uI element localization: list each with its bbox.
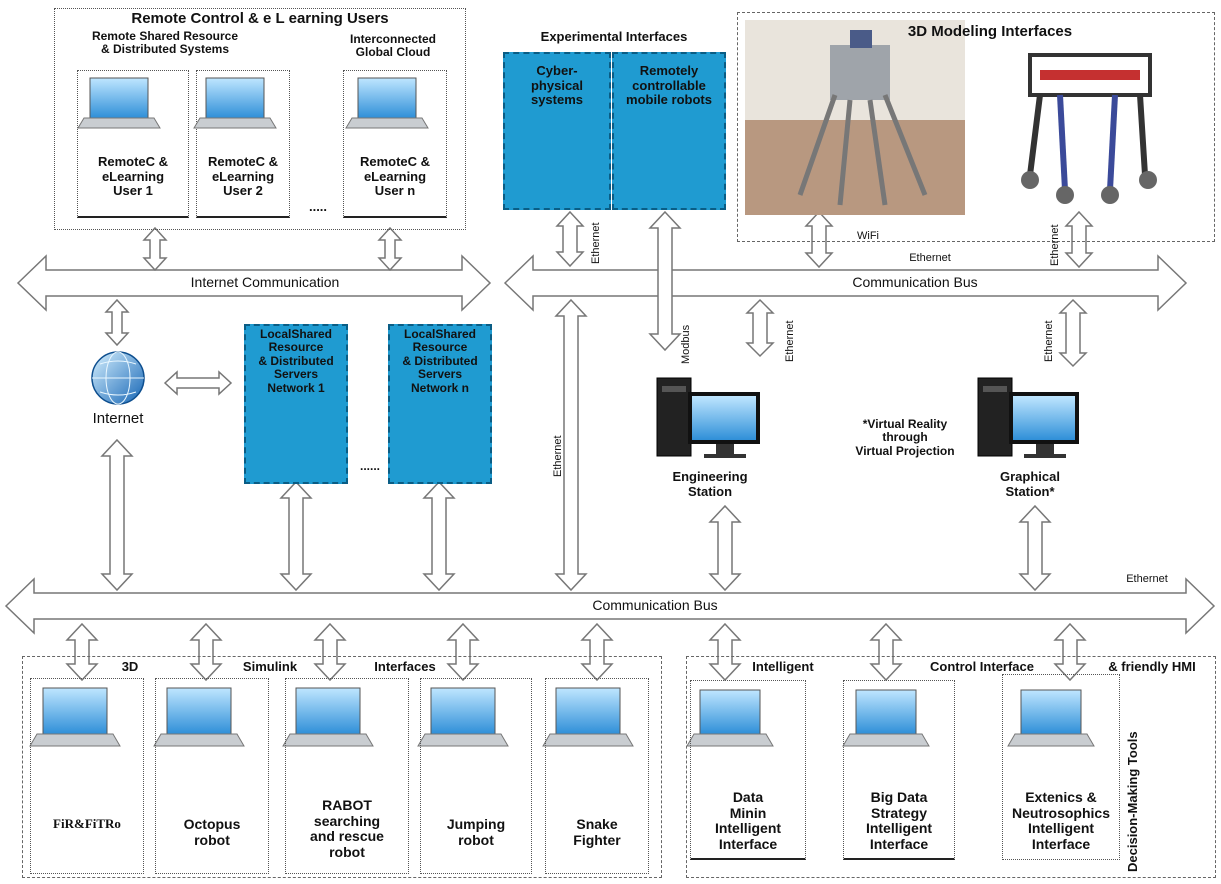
remote-users-box — [54, 8, 466, 230]
intelligent-control-box — [686, 656, 1216, 878]
sim-card-3 — [285, 678, 409, 874]
server-ellipsis: ...... — [359, 459, 380, 473]
bottom-ethernet-label: Ethernet — [1126, 573, 1168, 585]
decision-making-label: Decision-Making Tools — [1125, 731, 1140, 872]
engineering-desktop-icon — [656, 377, 760, 458]
graphical-ethernet-label: Ethernet — [1043, 320, 1055, 362]
mobile-robots-label: Remotely controllable mobile robots — [626, 63, 712, 108]
modeling-box — [737, 12, 1215, 242]
internet-bus-label: Internet Communication — [190, 274, 340, 290]
remote-users-title: Remote Control & e L earning Users — [131, 10, 389, 27]
user-card-1 — [77, 70, 189, 218]
laptop-icon — [42, 77, 1082, 735]
engineering-ethernet-label: Ethernet — [784, 320, 796, 362]
simulink-header-3d: 3D — [121, 659, 139, 674]
experimental-title: Experimental Interfaces — [540, 29, 688, 44]
sim-label-5: Snake Fighter — [573, 816, 621, 848]
top-bus-label: Communication Bus — [852, 274, 978, 290]
sim-card-5 — [545, 678, 649, 874]
graphical-station-label: Graphical Station* — [1000, 469, 1060, 499]
simulink-header-simulink: Simulink — [242, 659, 298, 674]
sim-label-1: FiR&FiTRo — [53, 816, 121, 831]
user-card-2 — [196, 70, 290, 218]
user-ellipsis: ..... — [308, 199, 328, 214]
sim-label-3: RABOT searching and rescue robot — [310, 797, 384, 861]
simulink-interfaces-box — [22, 656, 662, 878]
long-ethernet-label: Ethernet — [552, 435, 564, 477]
global-cloud-group-label: Interconnected Global Cloud — [349, 32, 436, 60]
cyber-physical-label: Cyber- physical systems — [530, 63, 584, 108]
sim-label-4: Jumping robot — [446, 816, 506, 848]
user-label-2: RemoteC & eLearning User 2 — [207, 154, 279, 199]
sim-card-2 — [155, 678, 269, 874]
remote-shared-group-label: Remote Shared Resource & Distributed Sys… — [91, 29, 239, 57]
cad-robot-model — [1021, 53, 1157, 204]
intel-card-1 — [690, 680, 806, 860]
cyber-physical-box — [503, 52, 611, 210]
user-card-n — [343, 70, 447, 218]
modeling-ethernet-vertical-label: Ethernet — [1049, 224, 1061, 266]
bottom-bus-label: Communication Bus — [592, 597, 718, 613]
intelligent-header-2: Control Interface — [929, 659, 1034, 674]
internet-communication-bus — [16, 254, 492, 312]
globe-icon — [91, 351, 145, 405]
user-label-1: RemoteC & eLearning User 1 — [97, 154, 169, 199]
intelligent-header-1: Intelligent — [752, 659, 814, 674]
modeling-title: 3D Modeling Interfaces — [907, 23, 1073, 40]
intel-label-1: Data Minin Intelligent Interface — [714, 789, 782, 853]
top-communication-bus — [503, 254, 1188, 312]
vr-note: *Virtual Reality through Virtual Project… — [855, 417, 955, 458]
graphical-desktop-icon — [977, 377, 1079, 458]
sim-label-2: Octopus robot — [183, 816, 241, 848]
hexapod-robot-photo — [745, 20, 965, 215]
wifi-label: WiFi — [857, 230, 879, 242]
simulink-header-interfaces: Interfaces — [374, 659, 436, 674]
intel-card-3 — [1002, 674, 1120, 860]
local-server-box-n — [388, 324, 492, 484]
mobile-robots-box — [612, 52, 726, 210]
local-server-label-1: LocalShared Resource & Distributed Serve… — [258, 327, 334, 395]
local-server-box-1 — [244, 324, 348, 484]
local-server-label-n: LocalShared Resource & Distributed Serve… — [402, 327, 478, 395]
modeling-ethernet-horizontal-label: Ethernet — [909, 252, 951, 264]
intelligent-header-3: & friendly HMI — [1108, 659, 1196, 674]
experimental-ethernet-label: Ethernet — [590, 222, 602, 264]
intel-label-2: Big Data Strategy Intelligent Interface — [865, 789, 933, 853]
internet-label: Internet — [92, 410, 144, 427]
user-label-n: RemoteC & eLearning User n — [359, 154, 431, 199]
vertical-arrows — [65, 210, 1094, 682]
modbus-label: Modbus — [680, 324, 692, 364]
bottom-communication-bus — [4, 577, 1216, 635]
sim-card-1 — [30, 678, 144, 874]
sim-card-4 — [420, 678, 532, 874]
engineering-station-label: Engineering Station — [672, 469, 748, 499]
intel-card-2 — [843, 680, 955, 860]
intel-label-3: Extenics & Neutrosophics Intelligent Int… — [1011, 789, 1110, 853]
